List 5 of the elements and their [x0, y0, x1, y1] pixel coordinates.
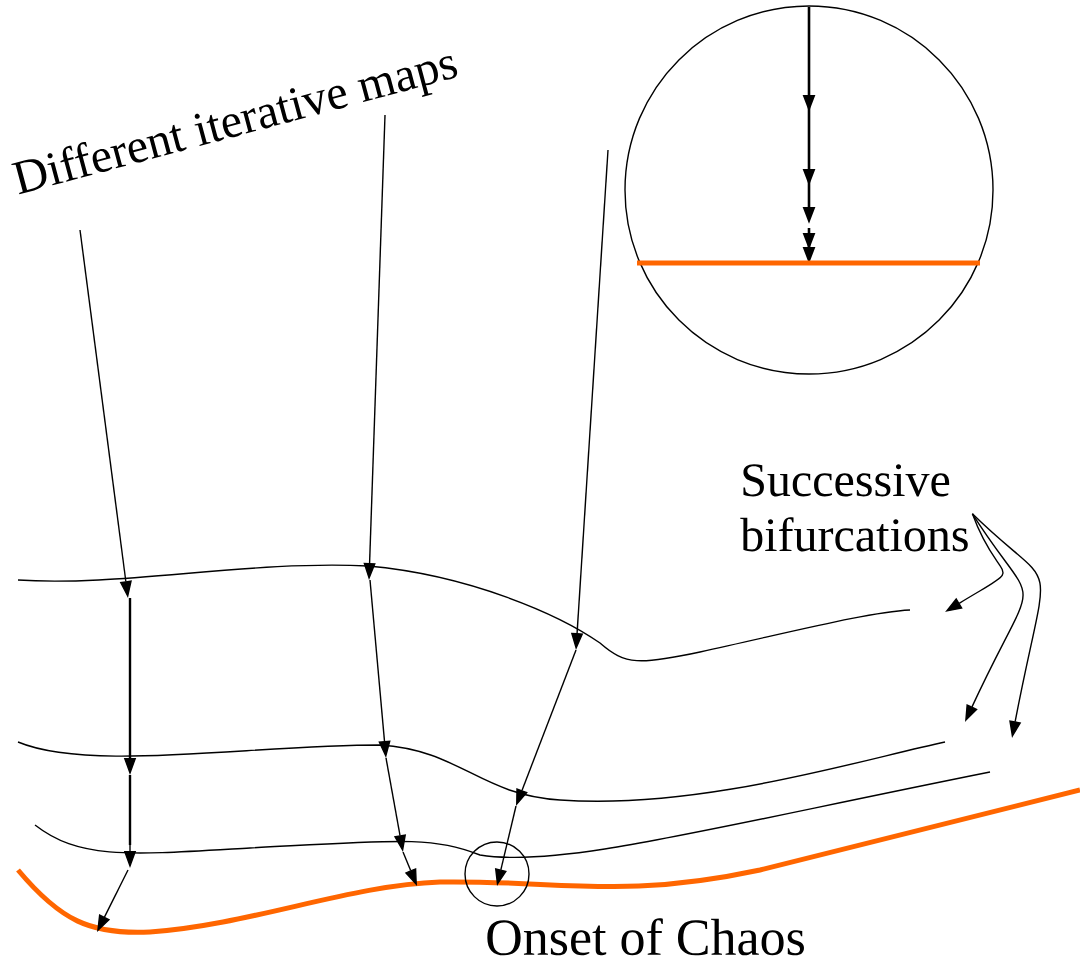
title-text: Different iterative maps [11, 55, 458, 195]
zoom-circle [624, 5, 994, 375]
annotation-text: Successive bifurcations [740, 464, 968, 552]
highlight-circle [464, 841, 530, 907]
circle-caption: Onset of Chaos [487, 918, 804, 956]
